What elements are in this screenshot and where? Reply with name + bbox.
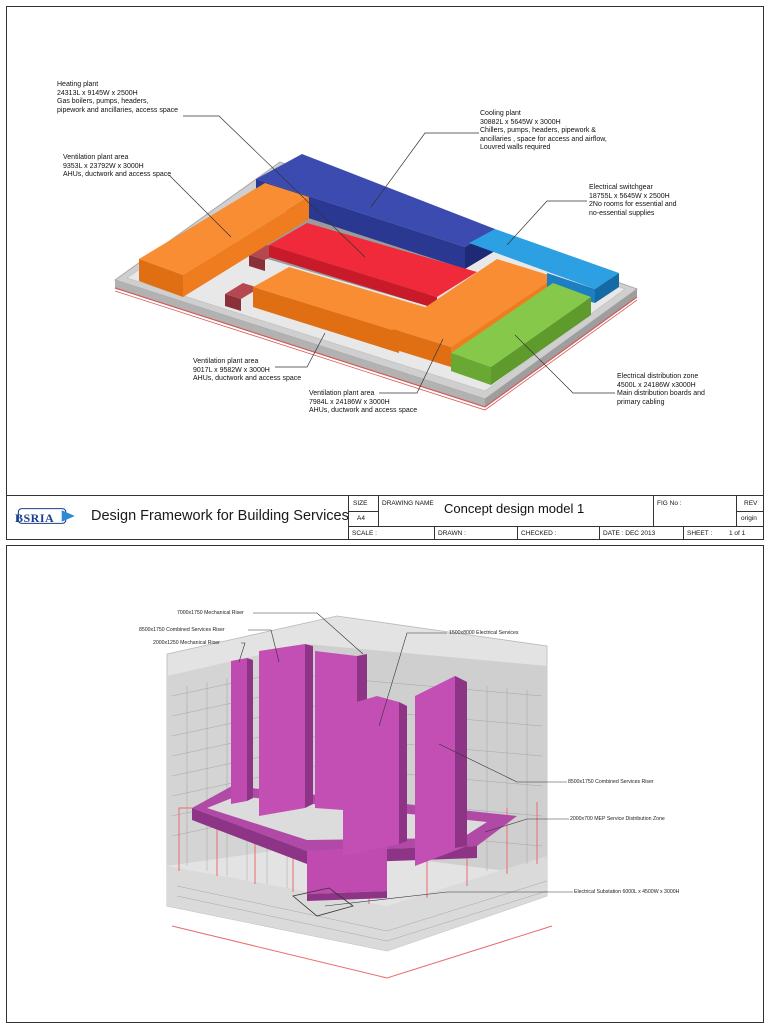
title-block-divider	[653, 496, 654, 526]
sheet-value: 1 of 1	[729, 530, 746, 537]
ventilation-plant-3-label: Ventilation plant area 7984L x 24186W x …	[309, 390, 417, 416]
label-line: AHUs, ductwork and access space	[193, 375, 302, 382]
fig-label: FIG No :	[657, 500, 682, 507]
label-line: 4500L x 24186W x3000H	[617, 381, 696, 389]
title-block-divider	[599, 526, 600, 540]
label-line: Ventilation plant area	[63, 154, 129, 161]
title-block-rule	[348, 511, 378, 512]
leader-lines	[168, 115, 615, 394]
title-block-divider	[683, 526, 684, 540]
size-value: A4	[357, 515, 365, 522]
heating-plant-label: Heating plant 24313L x 9145W x 2500H Gas…	[57, 81, 178, 115]
riser-8500-combined-right-label: 8500x1750 Combined Services Riser	[568, 779, 654, 785]
vent-plant-2-front	[253, 287, 399, 353]
risers	[231, 644, 467, 866]
cooling-plant-label: Cooling plant 30882L x 5645W x 3000H Chi…	[480, 110, 607, 153]
label-line: Electrical switchgear	[589, 184, 653, 191]
label-line: 2No rooms for essential and	[589, 201, 677, 208]
vent-plant-1-front	[139, 259, 183, 297]
rev-value: origin	[741, 515, 757, 522]
ventilation-plant-1-label: Ventilation plant area 9353L x 23792W x …	[63, 154, 171, 180]
vent-plant-1-top	[139, 183, 309, 275]
riser-model-diagram	[166, 612, 573, 979]
slab-red-edge-2	[114, 290, 638, 411]
vent-plant-1-side	[183, 197, 309, 297]
electrical-switchgear-label: Electrical switchgear 18755L x 5645W x 2…	[589, 184, 677, 218]
vent-plant-3-front	[393, 329, 451, 367]
ventilation-plant-2-label: Ventilation plant area 9017L x 9582W x 3…	[193, 358, 301, 384]
switchgear-side	[595, 273, 619, 303]
title-block-rule	[348, 526, 763, 527]
label-line: 9353L x 23792W x 3000H	[63, 162, 144, 170]
label-line: AHUs, ductwork and access space	[309, 407, 418, 414]
label-line: 24313L x 9145W x 2500H	[57, 89, 138, 97]
label-line: 9017L x 9582W x 3000H	[193, 366, 270, 374]
label-line: pipework and ancillaries, access space	[57, 106, 179, 114]
label-line: primary cabling	[617, 398, 665, 406]
label-line: Main distribution boards and	[617, 390, 705, 397]
label-line: AHUs, ductwork and access space	[63, 171, 172, 178]
scale-label: SCALE :	[352, 530, 377, 537]
title-block-divider	[348, 496, 349, 540]
title-block: BSRIA Design Framework for Building Serv…	[7, 495, 763, 540]
electrical-distribution-label: Electrical distribution zone 4500L x 241…	[617, 373, 705, 407]
drawing-sheet-1: Heating plant 24313L x 9145W x 2500H Gas…	[6, 6, 764, 540]
electrical-substation	[292, 887, 354, 917]
label-line: Ventilation plant area	[193, 358, 259, 365]
label-line: Chillers, pumps, headers, pipework &	[480, 127, 596, 134]
switchgear-top	[469, 229, 619, 289]
electrical-services-label: 1500x8000 Electrical Services	[449, 630, 519, 636]
riser-8500-combined-label: 8500x1750 Combined Services Riser	[139, 627, 225, 633]
rev-label: REV	[744, 500, 758, 507]
label-line: 7984L x 24186W x 3000H	[309, 398, 390, 406]
date-label: DATE : DEC 2013	[603, 530, 656, 537]
size-label: SIZE	[353, 500, 368, 507]
vent-plant-3-top	[393, 259, 555, 347]
label-line: Gas boilers, pumps, headers,	[57, 98, 149, 105]
label-line: Cooling plant	[480, 110, 521, 117]
distribution-zone-side	[491, 297, 591, 385]
drawn-label: DRAWN :	[438, 530, 466, 537]
title-block-divider	[378, 496, 379, 526]
label-line: 30882L x 5645W x 3000H	[480, 118, 561, 126]
label-line: no-essential supplies	[589, 209, 655, 217]
slab-red-edge	[114, 287, 638, 408]
label-line: Louvred walls required	[480, 144, 551, 151]
heating-plant-top	[269, 223, 477, 297]
heating-plant-front	[269, 245, 437, 309]
drawing-sheet-2: 7000x1750 Mechanical Riser 8500x1750 Com…	[6, 545, 764, 1023]
roof-slab-edge	[115, 280, 485, 407]
framework-title: Design Framework for Building Services	[91, 508, 349, 524]
label-line: Electrical distribution zone	[617, 373, 699, 380]
label-line: 18755L x 5645W x 2500H	[589, 192, 670, 200]
plant-layout-diagram	[113, 115, 639, 411]
title-block-rule	[736, 511, 763, 512]
label-line: ancillaries , space for access and airfl…	[480, 135, 607, 143]
bsria-logo	[17, 508, 75, 524]
small-plant-block-2-front	[249, 255, 265, 271]
logo-text: BSRIA	[15, 511, 55, 525]
label-line: Heating plant	[57, 81, 99, 88]
distribution-zone-front	[451, 353, 491, 385]
drawing-name: Concept design model 1	[444, 501, 585, 516]
small-plant-block-1	[225, 283, 259, 299]
vent-plant-2-top	[253, 267, 435, 332]
small-plant-block-1-front	[225, 294, 241, 311]
title-block-divider	[517, 526, 518, 540]
mep-zone-label: 2000x700 MEP Service Distribution Zone	[570, 816, 665, 822]
leader-lines	[238, 612, 573, 907]
riser-7000-label: 7000x1750 Mechanical Riser	[177, 610, 244, 616]
distribution-zone-top	[451, 283, 591, 367]
riser-2000-label: 2000x1250 Mechanical Riser	[153, 640, 220, 646]
drawing-name-label: DRAWING NAME	[382, 500, 434, 507]
substation-label: Electrical Substation 6000L x 4500W x 30…	[574, 889, 680, 895]
checked-label: CHECKED :	[521, 530, 557, 537]
roof-slab-edge-right	[485, 289, 637, 407]
title-block-divider	[434, 526, 435, 540]
sheet-label: SHEET :	[687, 530, 713, 537]
label-line: Ventilation plant area	[309, 390, 375, 397]
